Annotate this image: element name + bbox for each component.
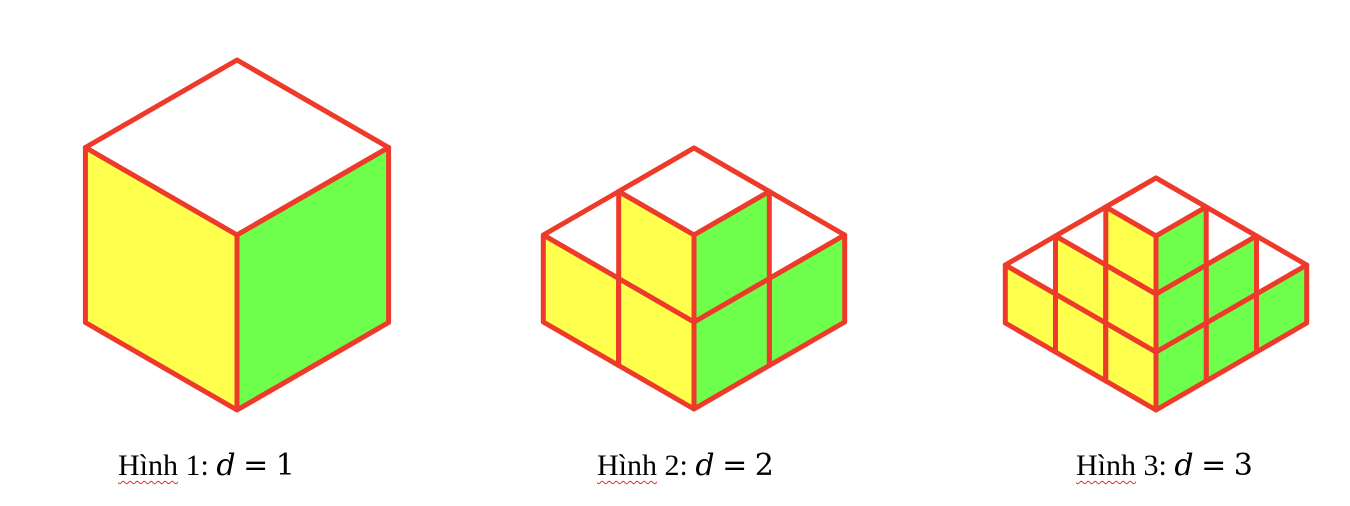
caption-equals: = [1201,448,1227,483]
caption-word: Hình [118,449,178,482]
caption-value: 2 [754,448,774,483]
caption-value: 3 [1233,448,1253,483]
caption-figure-1: Hình 1: d = 1 [118,448,295,484]
caption-number: 1: [185,449,209,482]
cube-right-face [1153,204,1209,297]
caption-equals: = [722,448,748,483]
caption-value: 1 [275,448,295,483]
caption-figure-3: Hình 3: d = 3 [1076,448,1253,484]
cube-right-face [234,145,392,413]
caption-word: Hình [597,449,657,482]
caption-number: 2: [664,449,688,482]
cube-stack-depth-2 [540,145,848,412]
cube-stack-depth-3 [1002,175,1310,413]
cube-stacks-illustration [82,57,1310,413]
unit-cube [82,57,392,413]
caption-word: Hình [1076,449,1136,482]
caption-variable: d [695,448,715,483]
unit-cube [1103,175,1209,297]
cube-stack-depth-1 [82,57,392,413]
caption-equals: = [243,448,269,483]
caption-variable: d [1174,448,1194,483]
unit-cube [616,145,772,325]
caption-variable: d [216,448,236,483]
cube-right-face [691,189,772,325]
caption-figure-2: Hình 2: d = 2 [597,448,774,484]
caption-number: 3: [1143,449,1167,482]
